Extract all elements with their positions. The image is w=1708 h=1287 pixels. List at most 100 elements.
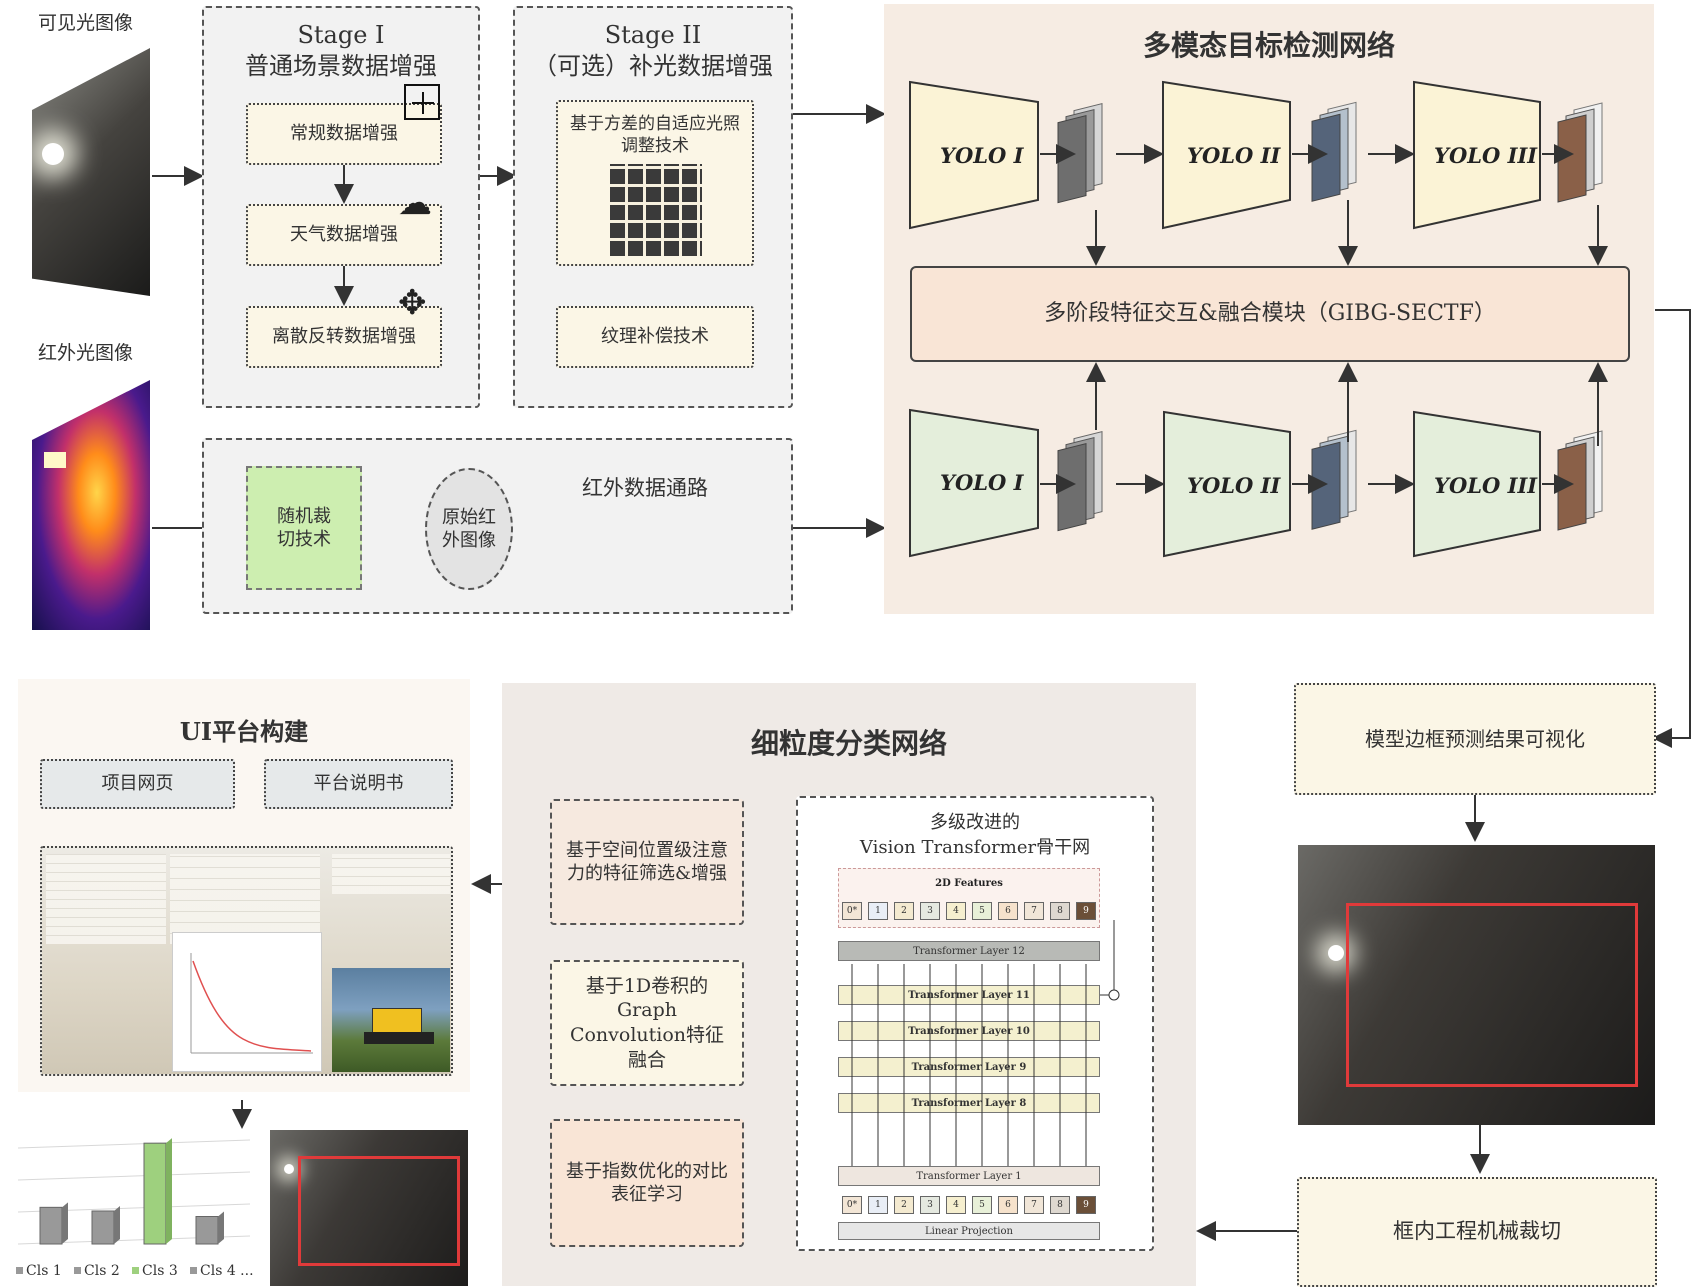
detection-result-photo <box>1298 845 1655 1125</box>
crop-frame-icon <box>404 84 440 120</box>
visualize-box: 模型边框预测结果可视化 <box>1294 683 1656 795</box>
cropped-bounding-box <box>298 1156 460 1266</box>
infrared-path-title: 红外数据通路 <box>582 476 708 500</box>
legend-swatch <box>132 1267 139 1274</box>
bar-side-1 <box>62 1202 68 1244</box>
patch-token: 6 <box>998 1196 1018 1214</box>
crop-in-box: 框内工程机械裁切 <box>1297 1177 1657 1287</box>
yolo-bottom-3 <box>1413 410 1541 558</box>
patch-token: 4 <box>946 1196 966 1214</box>
legend-label: Cls 1 <box>26 1263 62 1279</box>
patch-token: 4 <box>946 902 966 920</box>
patch-token: 2 <box>894 1196 914 1214</box>
transformer-layer-1: Transformer Layer 1 <box>838 1166 1100 1186</box>
ui-title: UI平台构建 <box>179 717 309 746</box>
legend-label: Cls 3 <box>142 1263 178 1279</box>
fusion-module: 多阶段特征交互&融合模块（GIBG-SECTF） <box>910 266 1630 362</box>
bar-2 <box>91 1210 115 1245</box>
classify-step-graph: 基于1D卷积的Graph Convolution特征融合 <box>550 960 744 1086</box>
bar-gridline <box>17 1171 251 1181</box>
vit-title-line2: Vision Transformer骨干网 <box>859 837 1091 858</box>
yolo-bottom-1 <box>909 408 1039 558</box>
detection-title: 多模态目标检测网络 <box>1142 29 1395 62</box>
classify-step-contrastive: 基于指数优化的对比表征学习 <box>550 1119 744 1247</box>
ui-loss-curve <box>172 932 322 1072</box>
legend-swatch <box>16 1267 23 1274</box>
yolo-bottom-3-label: YOLO III <box>1434 473 1538 498</box>
linear-projection: Linear Projection <box>838 1222 1100 1240</box>
bar-side-3 <box>166 1138 172 1244</box>
stage2-step-texture: 纹理补偿技术 <box>556 306 754 368</box>
visible-image-label: 可见光图像 <box>38 12 134 34</box>
stage2-title-line2: （可选）补光数据增强 <box>533 52 773 80</box>
stage1-step-flip: 离散反转数据增强 <box>246 306 442 368</box>
classify-title: 细粒度分类网络 <box>750 727 947 760</box>
vit-connection-lines <box>851 920 1120 1166</box>
patch-token: 5 <box>972 1196 992 1214</box>
bar-1 <box>39 1206 63 1245</box>
stage2-title-line1: Stage II <box>604 21 702 49</box>
feature-stack-top-1 <box>1057 103 1103 204</box>
patch-token: 1 <box>868 902 888 920</box>
patch-token: 3 <box>920 1196 940 1214</box>
patch-token: 9 <box>1076 1196 1096 1214</box>
bar-3 <box>143 1142 167 1245</box>
legend-label: Cls 4 ... <box>200 1263 254 1279</box>
features-label: 2D Features <box>935 878 1003 889</box>
detection-diagram <box>909 80 1608 558</box>
yolo-top-3 <box>1413 80 1541 230</box>
stage1-title-line2: 普通场景数据增强 <box>245 52 437 80</box>
move-arrows-icon: ✥ <box>398 283 427 323</box>
feature-stack-bottom-3 <box>1557 430 1603 531</box>
patch-token: 8 <box>1050 902 1070 920</box>
yolo-bottom-1-label: YOLO I <box>940 470 1024 495</box>
feature-stack-top-3 <box>1557 102 1603 203</box>
patch-token: 0* <box>842 902 862 920</box>
yolo-top-2-label: YOLO II <box>1187 143 1281 168</box>
stage2-step-light-text: 基于方差的自适应光照调整技术 <box>570 113 740 156</box>
stage1-step-weather: 天气数据增强 <box>246 204 442 266</box>
patch-token: 9 <box>1076 902 1096 920</box>
bar-side-4 <box>218 1211 224 1244</box>
stage2-title: Stage II （可选）补光数据增强 <box>513 20 793 82</box>
transformer-layer-12: Transformer Layer 12 <box>838 941 1100 961</box>
patch-token: 6 <box>998 902 1018 920</box>
storm-cloud-icon: ☁ <box>398 183 432 223</box>
feature-stack-bottom-2 <box>1311 429 1357 530</box>
ui-screenshot <box>40 846 453 1076</box>
bar-side-2 <box>114 1206 120 1244</box>
patch-token: 8 <box>1050 1196 1070 1214</box>
vit-title: 多级改进的 Vision Transformer骨干网 <box>796 810 1154 860</box>
manual-box: 平台说明书 <box>264 759 453 809</box>
yolo-top-1 <box>909 80 1039 230</box>
patch-token: 2 <box>894 902 914 920</box>
vit-sum-node <box>1108 989 1120 1001</box>
project-page-box: 项目网页 <box>40 759 235 809</box>
legend-swatch <box>74 1267 81 1274</box>
random-crop-box: 随机裁切技术 <box>246 466 362 590</box>
patch-token: 7 <box>1024 902 1044 920</box>
infrared-image <box>32 380 150 630</box>
bounding-box <box>1346 903 1638 1087</box>
light-grid-thumbnail <box>610 164 702 256</box>
patch-token: 3 <box>920 902 940 920</box>
infrared-image-label: 红外光图像 <box>38 342 134 364</box>
feature-stack-top-2 <box>1311 101 1357 202</box>
yolo-bottom-2-label: YOLO II <box>1187 473 1281 498</box>
feature-stack-bottom-1 <box>1057 431 1103 532</box>
legend-swatch <box>190 1267 197 1274</box>
stage1-title: Stage I 普通场景数据增强 <box>202 20 480 82</box>
patch-token: 1 <box>868 1196 888 1214</box>
vit-title-line1: 多级改进的 <box>930 812 1020 833</box>
cropped-machine-photo <box>270 1130 468 1286</box>
raw-infrared-box: 原始红外图像 <box>425 468 513 590</box>
patch-token: 7 <box>1024 1196 1044 1214</box>
patch-token: 5 <box>972 902 992 920</box>
yolo-bottom-2 <box>1163 410 1291 558</box>
yolo-top-1-label: YOLO I <box>940 143 1024 168</box>
yolo-top-3-label: YOLO III <box>1434 143 1538 168</box>
yolo-top-2 <box>1162 80 1291 230</box>
